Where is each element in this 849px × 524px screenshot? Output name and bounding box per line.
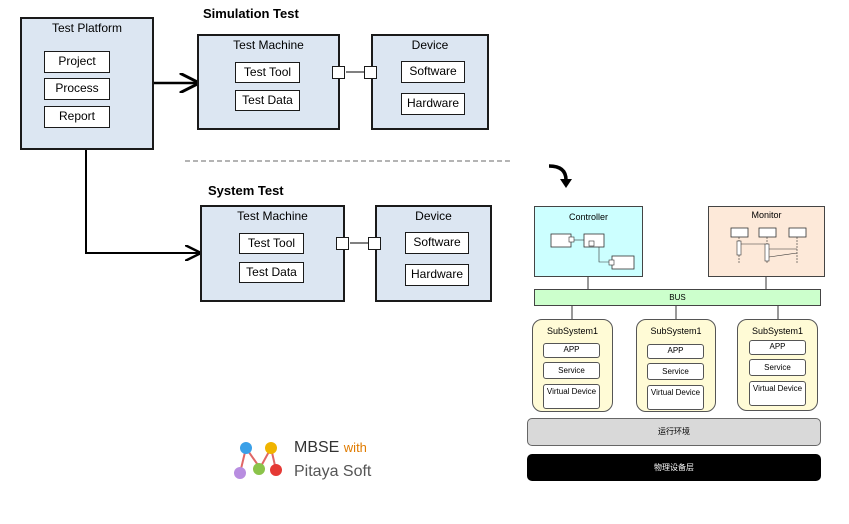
subsystem-1-virtual-device[interactable]: Virtual Device	[543, 384, 600, 409]
bus-bar: BUS	[534, 289, 821, 306]
curved-arrow-icon	[548, 164, 568, 181]
system-test-heading: System Test	[208, 183, 284, 198]
logo-line2: Pitaya Soft	[294, 463, 372, 480]
sys-port-out	[336, 237, 349, 250]
sys-test-tool[interactable]: Test Tool	[239, 233, 304, 254]
subsystem-3-virtual-device[interactable]: Virtual Device	[749, 381, 806, 406]
subsystem-1-app[interactable]: APP	[543, 343, 600, 358]
sys-software[interactable]: Software	[405, 232, 469, 254]
platform-item-report[interactable]: Report	[44, 106, 110, 128]
sys-port-in	[368, 237, 381, 250]
sys-test-machine-title: Test Machine	[237, 209, 308, 223]
controller-diagram-icon	[550, 233, 635, 270]
subsystem-2-title: SubSystem1	[650, 326, 702, 336]
sys-test-data[interactable]: Test Data	[239, 262, 304, 283]
subsystem-2-service[interactable]: Service	[647, 363, 704, 380]
test-platform-title: Test Platform	[51, 21, 123, 35]
sim-software[interactable]: Software	[401, 61, 465, 83]
sim-hardware[interactable]: Hardware	[401, 93, 465, 115]
sim-port-in	[364, 66, 377, 79]
sys-hardware[interactable]: Hardware	[405, 264, 469, 286]
monitor-title: Monitor	[751, 210, 782, 220]
sys-device-title: Device	[415, 209, 452, 223]
subsystem-3-title: SubSystem1	[751, 326, 804, 336]
sim-test-tool[interactable]: Test Tool	[235, 62, 300, 83]
subsystem-2-virtual-device[interactable]: Virtual Device	[647, 385, 704, 410]
platform-item-project[interactable]: Project	[44, 51, 110, 73]
platform-to-sys-arrow	[85, 149, 199, 253]
subsystem-1-service[interactable]: Service	[543, 362, 600, 379]
controller-panel[interactable]: Controller	[534, 206, 643, 277]
physical-device-layer: 物理设备层	[527, 454, 821, 481]
sim-device-title: Device	[411, 38, 449, 52]
controller-title: Controller	[568, 212, 608, 222]
logo-mbse: MBSE	[294, 439, 340, 456]
sim-port-out	[332, 66, 345, 79]
simulation-test-heading: Simulation Test	[203, 6, 299, 21]
logo-with: with	[343, 440, 367, 455]
monitor-panel[interactable]: Monitor	[708, 206, 825, 277]
subsystem-2-app[interactable]: APP	[647, 344, 704, 359]
monitor-sequence-icon	[730, 227, 807, 263]
platform-item-process[interactable]: Process	[44, 78, 110, 100]
subsystem-3-app[interactable]: APP	[749, 340, 806, 355]
subsystem-3-service[interactable]: Service	[749, 359, 806, 376]
logo-line1: MBSE with	[294, 439, 367, 457]
sim-test-machine-title: Test Machine	[233, 38, 304, 52]
runtime-environment-layer: 运行环境	[527, 418, 821, 446]
sim-test-data[interactable]: Test Data	[235, 90, 300, 111]
sys-test-machine-panel: Test Machine	[200, 205, 345, 302]
subsystem-1-title: SubSystem1	[546, 326, 599, 336]
